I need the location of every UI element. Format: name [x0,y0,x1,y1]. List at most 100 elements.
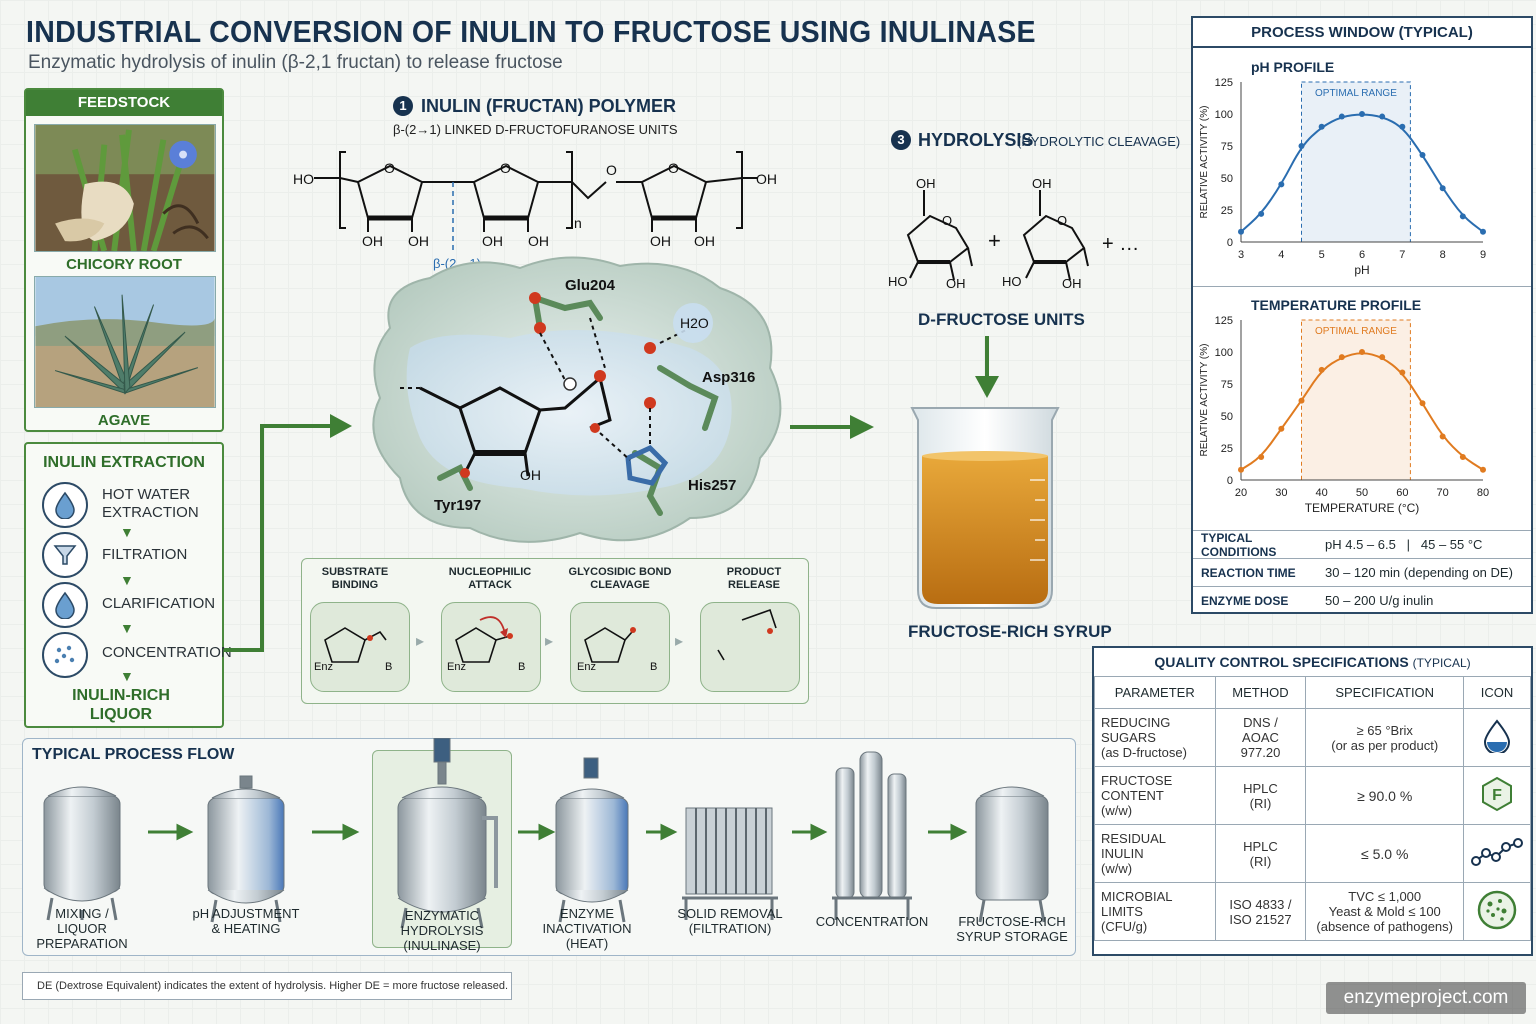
process-window-divider [1193,286,1531,287]
condition-value: pH 4.5 – 6.5 | 45 – 55 °C [1325,537,1483,552]
ring-oxygen-label: O [384,160,395,176]
down-arrow-icon: ▼ [120,620,134,636]
qc-param-cell: REDUCING SUGARS(as D-fructose) [1094,708,1216,767]
qc-heading-note: (TYPICAL) [1412,656,1471,670]
qc-spec-cell: ≥ 90.0 % [1305,766,1464,825]
qc-param-cell: RESIDUAL INULIN(w/w) [1094,824,1216,883]
process-window-heading: PROCESS WINDOW (TYPICAL) [1251,24,1473,41]
oh-label: OH [482,233,503,249]
hydrolysis-heading: HYDROLYSIS [918,130,1034,150]
process-step-enzymatic-hydrolysis: ENZYMATIC HYDROLYSIS(INULINASE) [400,908,484,953]
chart-title: pH PROFILE [1251,59,1334,75]
oh-label: OH [362,233,383,249]
svg-text:F: F [1492,787,1502,804]
data-point [1379,354,1386,361]
condition-row: REACTION TIME 30 – 120 min (depending on… [1193,558,1531,586]
extraction-step-concentration: CONCENTRATION [102,644,232,661]
table-row: MICROBIAL LIMITS(CFU/g) ISO 4833 /ISO 21… [1094,882,1531,941]
oh-label: OH [408,233,429,249]
y-tick-label: 0 [1227,237,1233,249]
water-drop-icon [42,582,88,628]
oh-label: OH [520,467,541,483]
chain-icon [1471,838,1523,866]
data-point [1298,143,1305,149]
oh-label: OH [1032,176,1052,191]
enz-label: Enz [447,661,466,673]
qc-param-cell: MICROBIAL LIMITS(CFU/g) [1094,882,1216,941]
data-point [1278,425,1285,432]
qc-col-header: PARAMETER [1094,676,1216,709]
condition-label: ENZYME DOSE [1201,593,1289,608]
beaker-syrup-image [910,407,1060,609]
repeat-n-label: n [574,215,582,231]
data-point [1258,210,1265,217]
residue-glu204-label: Glu204 [565,277,616,294]
down-arrow-icon: ▼ [120,572,134,588]
ring-oxygen-label: O [500,160,511,176]
data-point [1480,466,1486,473]
x-tick-label: 3 [1238,249,1244,261]
y-tick-label: 100 [1215,347,1233,359]
flow-arrow-to-hydrolysis [790,415,874,439]
condition-value: 30 – 120 min (depending on DE) [1325,565,1513,580]
ring-oxygen-label: O [942,213,952,228]
page-subtitle: Enzymatic hydrolysis of inulin (β-2,1 fr… [28,52,563,73]
condition-label: REACTION TIME [1201,565,1296,580]
condition-label: TYPICAL CONDITIONS [1201,530,1277,559]
feedstock-panel: FEEDSTOCK CHICORY ROOT AGAVE [24,88,224,432]
page-title: INDUSTRIAL CONVERSION OF INULIN TO FRUCT… [26,14,1036,49]
qc-heading: QUALITY CONTROL SPECIFICATIONS (TYPICAL) [1092,654,1533,670]
qc-param-cell: FRUCTOSE CONTENT(w/w) [1094,766,1216,825]
table-row: REDUCING SUGARS(as D-fructose) DNS /AOAC… [1094,708,1531,767]
qc-spec-cell: ≥ 65 °Brix(or as per product) [1305,708,1464,767]
agave-label: AGAVE [97,412,151,429]
y-tick-label: 75 [1221,379,1233,391]
active-site-illustration: Glu204 Asp316 His257 Tyr197 H2O OH [372,256,782,543]
process-flow-equipment [43,738,1049,929]
ring-oxygen-label: O [1057,213,1067,228]
condition-value: 50 – 200 U/g inulin [1325,593,1434,608]
data-point [1459,213,1466,220]
fructose-syrup-label: FRUCTOSE-RICH SYRUP [908,622,1112,641]
watermark: enzymeproject.com [1326,982,1526,1014]
y-tick-label: 0 [1227,475,1233,487]
residue-his257-label: His257 [688,477,736,494]
x-tick-label: 8 [1440,249,1446,261]
down-arrow-icon: ▼ [120,668,134,684]
y-tick-label: 50 [1221,411,1233,423]
data-point [1278,181,1285,188]
qc-method-cell: DNS /AOAC 977.20 [1214,708,1307,767]
mixing-tank [43,786,121,921]
optimal-range-label: OPTIMAL RANGE [1315,88,1397,99]
qc-heading-text: QUALITY CONTROL SPECIFICATIONS [1154,654,1409,670]
oh-label: OH [650,233,671,249]
base-label: B [650,661,657,673]
svg-text:▸: ▸ [545,633,553,650]
base-label: B [518,661,525,673]
polymer-heading: INULIN (FRUCTAN) POLYMER [421,96,676,116]
process-step-solid-removal: SOLID REMOVAL(FILTRATION) [677,906,783,936]
oh-label: OH [528,233,549,249]
optimal-range-band [1301,81,1411,243]
chicory-root-image [34,124,216,252]
data-point [1459,453,1466,460]
ph-adjust-tank [207,775,285,923]
chart-title: TEMPERATURE PROFILE [1251,297,1421,313]
extraction-panel: INULIN EXTRACTION HOT WATER EXTRACTION ▼… [24,442,232,728]
process-step-mixing: MIXING /LIQUOR PREPARATION [36,906,128,951]
residue-tyr197-label: Tyr197 [434,497,481,514]
residue-asp316-label: Asp316 [702,369,755,386]
x-tick-label: 80 [1477,487,1489,499]
y-tick-label: 100 [1215,109,1233,121]
data-point [1439,185,1446,192]
mechanism-step-2-label: NUCLEOPHILIC ATTACK [448,566,532,591]
qc-col-header: ICON [1463,676,1531,709]
fructose-units-label: D-FRUCTOSE UNITS [918,310,1085,329]
conditions-table: TYPICAL CONDITIONS pH 4.5 – 6.5 | 45 – 5… [1193,530,1531,614]
condition-row: TYPICAL CONDITIONS pH 4.5 – 6.5 | 45 – 5… [1193,530,1531,559]
data-point [1439,433,1446,440]
